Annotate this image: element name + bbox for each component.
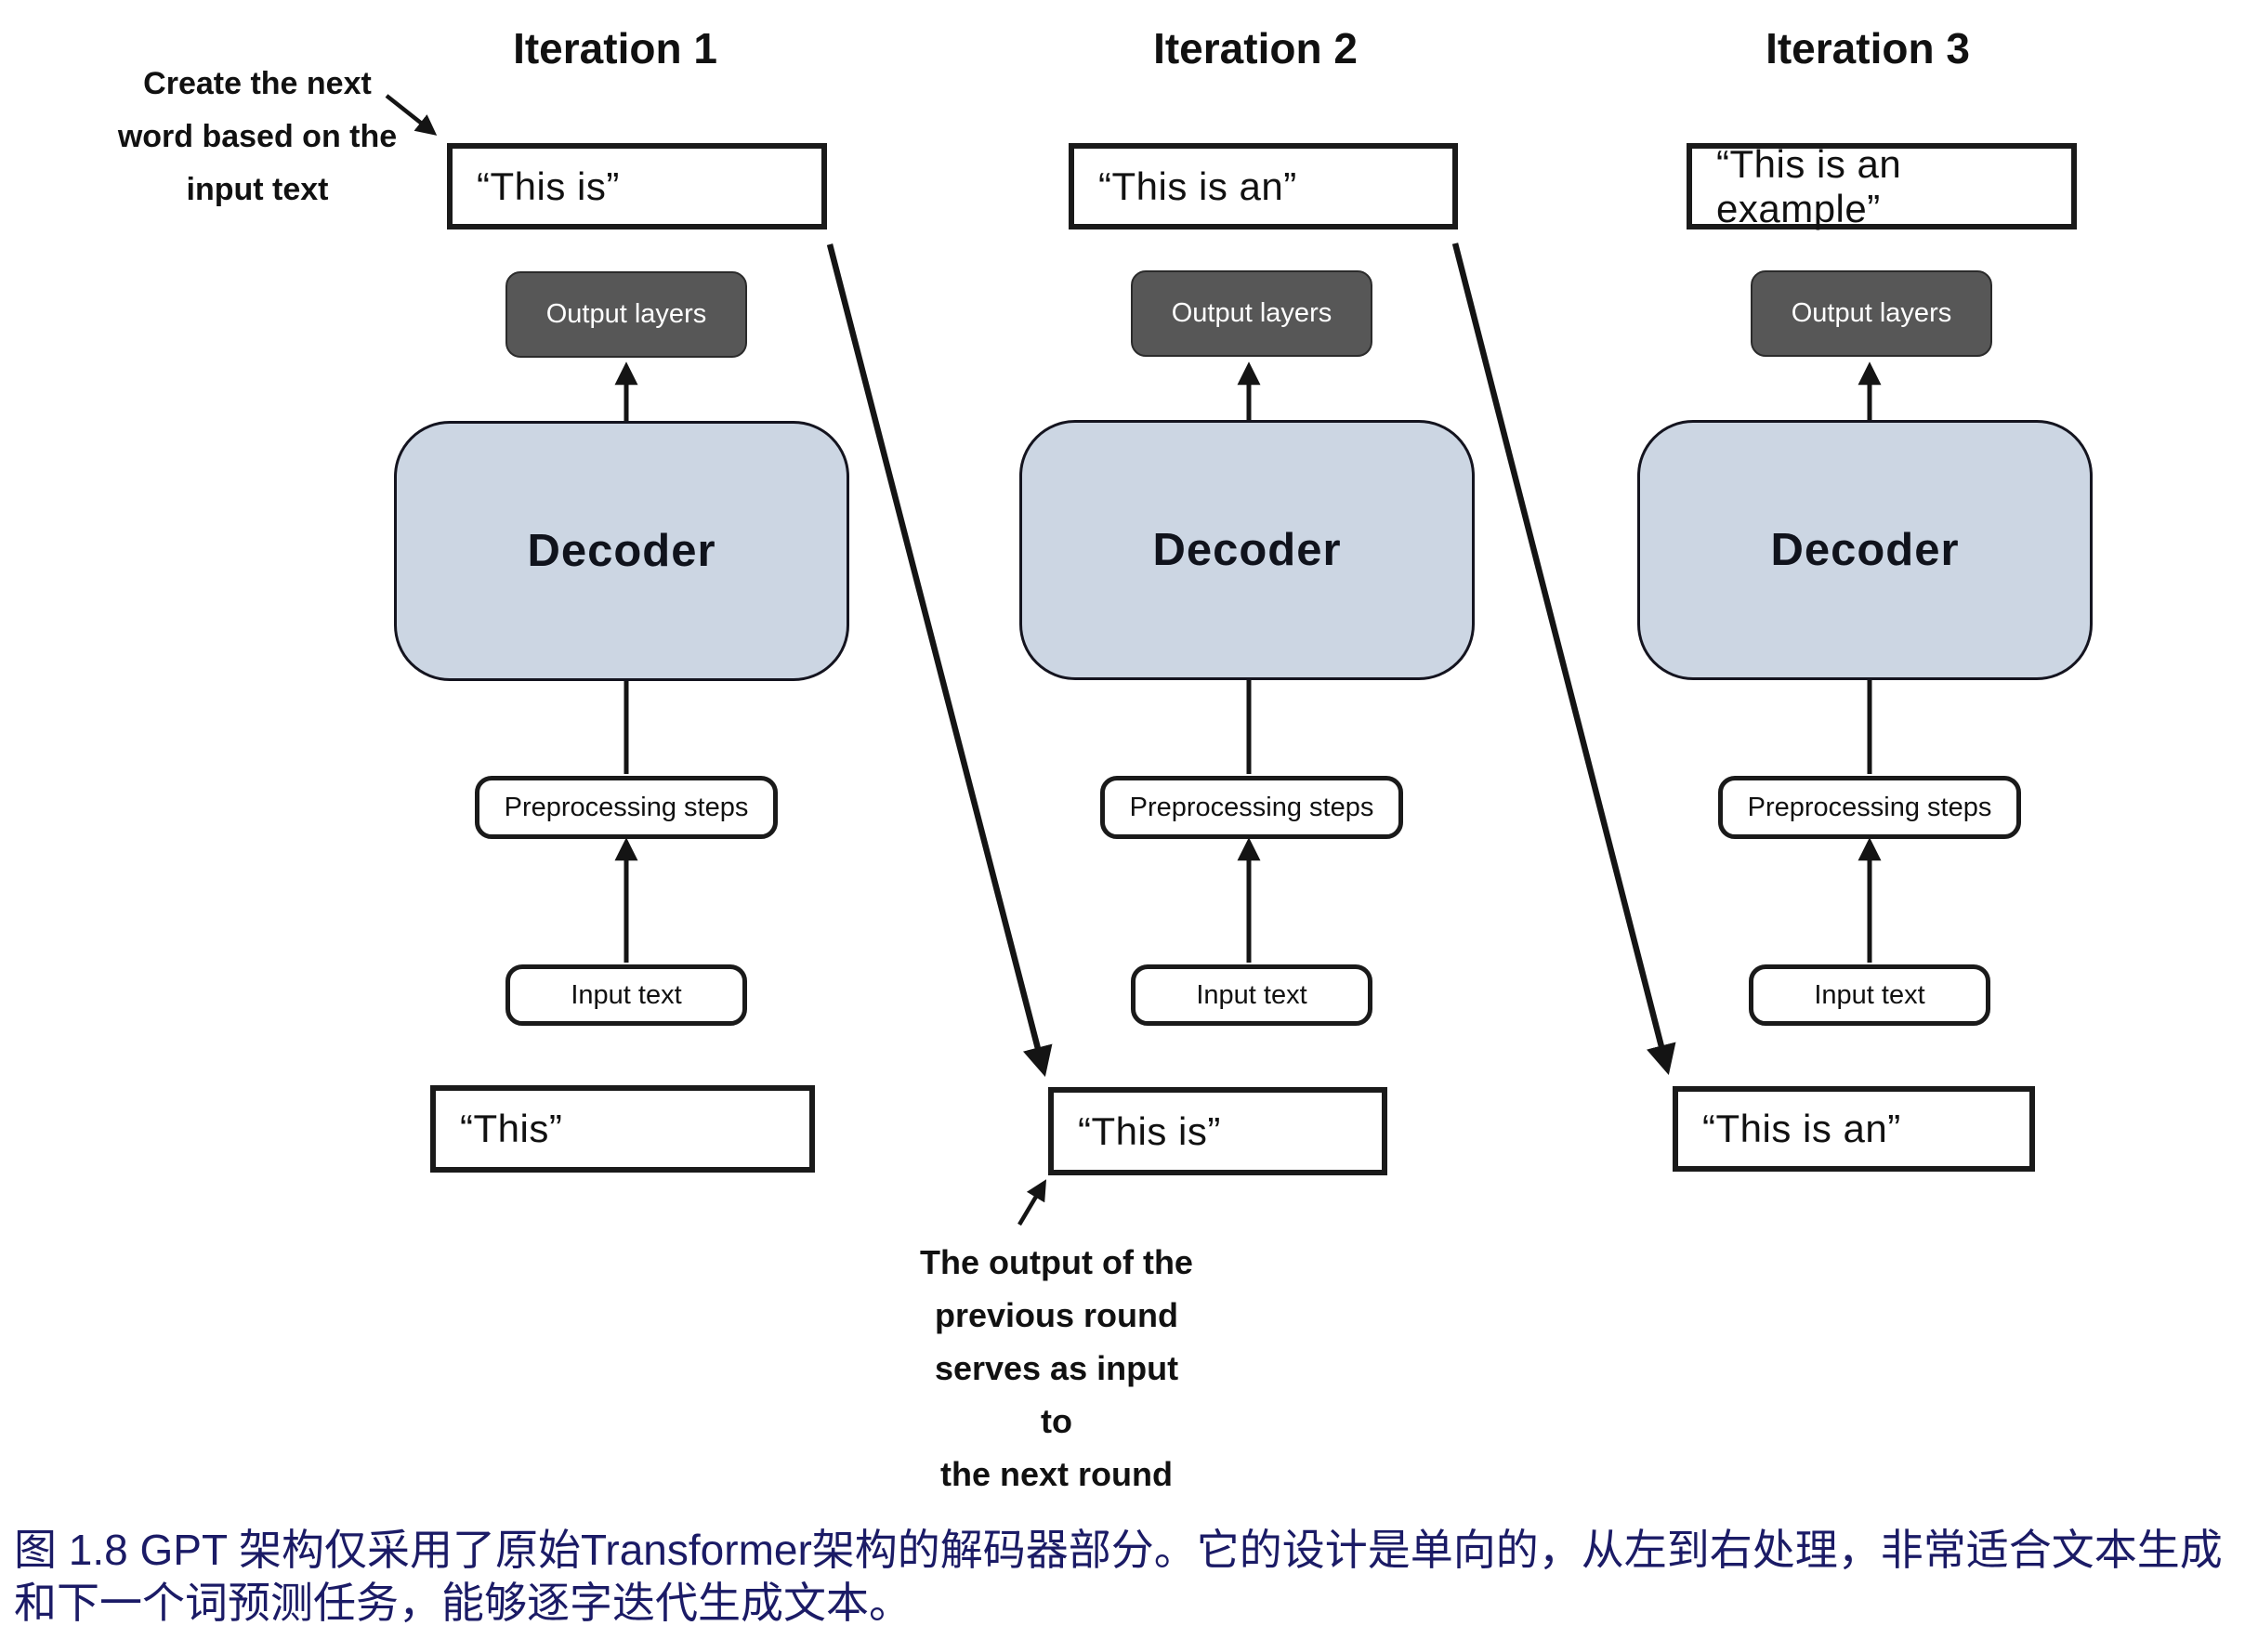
input-string-box: “This is an” <box>1673 1086 2035 1172</box>
output-layers-box: Output layers <box>1131 270 1372 357</box>
iteration-title: Iteration 1 <box>513 24 717 72</box>
annotation-line: Create the next <box>143 66 372 101</box>
annotation-output-previous-round: The output of the previous round serves … <box>917 1236 1196 1501</box>
input-string-box: “This” <box>430 1085 815 1173</box>
figure-caption: 图 1.8 GPT 架构仅采用了原始Transformer架构的解码器部分。它的… <box>14 1526 2223 1627</box>
input-string-box: “This is” <box>1048 1087 1387 1175</box>
preprocessing-steps-box: Preprocessing steps <box>475 776 778 839</box>
annotation-line: input text <box>186 172 329 207</box>
arrow-output1-to-input2 <box>826 243 1053 1078</box>
output-string-box: “This is an” <box>1069 143 1458 229</box>
decoder-box: Decoder <box>1019 420 1475 680</box>
output-string-box: “This is” <box>447 143 827 229</box>
input-text-box: Input text <box>1749 964 1990 1026</box>
annotation-line: previous round <box>934 1296 1179 1334</box>
annotation-create-next-word: Create the next word based on the input … <box>111 58 404 216</box>
iteration-title: Iteration 3 <box>1766 24 1970 72</box>
iteration-title: Iteration 2 <box>1153 24 1358 72</box>
decoder-box: Decoder <box>1637 420 2093 680</box>
annotation-line: serves as input to <box>934 1349 1179 1440</box>
preprocessing-steps-box: Preprocessing steps <box>1718 776 2021 839</box>
input-text-box: Input text <box>1131 964 1372 1026</box>
arrow-output2-to-input3 <box>1451 243 1676 1076</box>
decoder-box: Decoder <box>394 421 849 681</box>
output-string-box: “This is an example” <box>1687 142 2077 230</box>
output-layers-box: Output layers <box>505 271 747 358</box>
annotation-line: word based on the <box>117 119 398 154</box>
preprocessing-steps-box: Preprocessing steps <box>1100 776 1403 839</box>
annotation-line: the next round <box>940 1455 1173 1493</box>
arrow-annotation-previous-round <box>1017 1179 1047 1226</box>
input-text-box: Input text <box>505 964 747 1026</box>
output-layers-box: Output layers <box>1751 270 1992 357</box>
annotation-line: The output of the <box>920 1243 1193 1281</box>
